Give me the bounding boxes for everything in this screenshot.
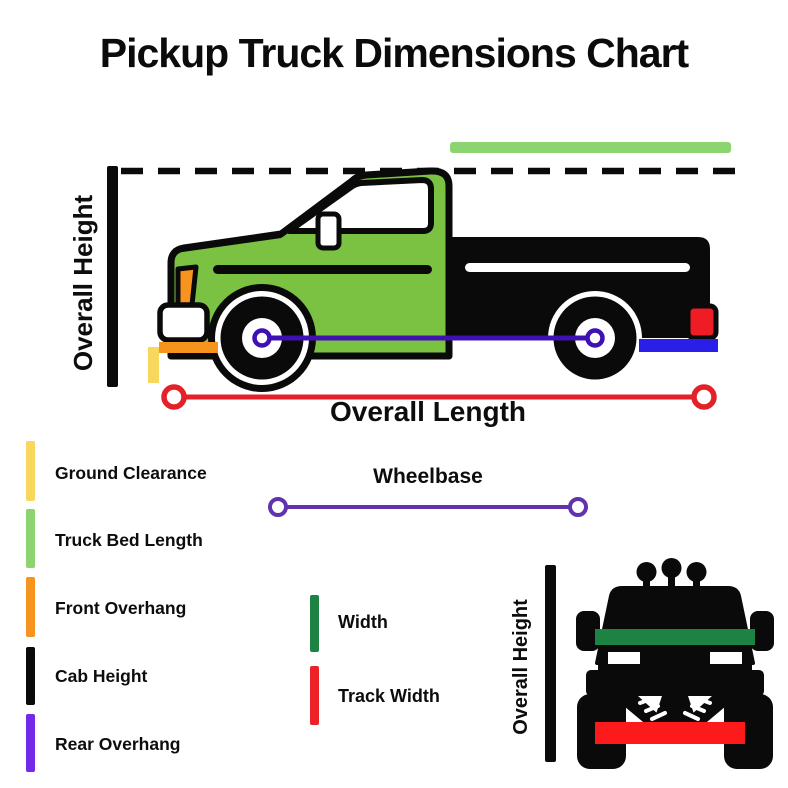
track-width-swatch — [310, 666, 319, 725]
legend-item-cab-height: Cab Height — [26, 647, 148, 705]
side-view-diagram: Overall Height — [68, 142, 737, 427]
truck-bed-length-swatch — [26, 509, 35, 568]
front-mirror-right — [750, 611, 774, 651]
overall-height-label-front: Overall Height — [510, 599, 532, 735]
tail-light — [685, 303, 719, 341]
wheelbase-legend: Wheelbase — [268, 465, 588, 517]
cab-side-stripe — [213, 265, 432, 274]
roof-light-stem-right — [693, 578, 700, 592]
roof-light-center — [661, 558, 682, 578]
overall-height-bar-front — [545, 565, 556, 762]
pickup-truck-front-illustration — [576, 558, 774, 769]
front-mirror-left — [576, 611, 600, 651]
cab-height-label: Cab Height — [55, 666, 148, 686]
ground-clearance-indicator-bar — [148, 347, 159, 383]
front-overhang-swatch — [26, 577, 35, 637]
hood-line — [181, 232, 282, 252]
roof-light-stem-center — [668, 574, 675, 588]
front-overhang-indicator-bar — [159, 342, 218, 353]
width-indicator-bar — [595, 629, 755, 645]
bed-stripe — [465, 263, 690, 272]
front-bumper — [157, 302, 210, 343]
width-swatch — [310, 595, 319, 652]
front-tire-right — [724, 694, 773, 769]
rear-overhang-swatch — [26, 714, 35, 772]
truck-bed — [449, 237, 710, 338]
overall-length-dimension-line — [161, 384, 717, 410]
wheelbase-dimension-line — [252, 328, 605, 348]
side-mirror — [315, 211, 342, 251]
overall-length-endpoint-right — [691, 384, 717, 410]
width-label: Width — [338, 612, 388, 632]
front-overhang-label: Front Overhang — [55, 598, 186, 618]
wheelbase-legend-endpoint-left — [268, 497, 288, 517]
overall-height-bar-side — [107, 166, 118, 387]
legend-item-front-overhang: Front Overhang — [26, 577, 186, 637]
wheelbase-endpoint-rear — [585, 328, 605, 348]
roof-light-stem-left — [643, 578, 650, 592]
suspension-spring-marks — [638, 697, 712, 721]
overall-length-endpoint-left — [161, 384, 187, 410]
wheelbase-label: Wheelbase — [373, 465, 483, 488]
rear-overhang-label: Rear Overhang — [55, 734, 180, 754]
front-signal-light — [175, 264, 199, 308]
legend-item-rear-overhang: Rear Overhang — [26, 714, 180, 772]
ground-clearance-swatch — [26, 441, 35, 501]
wheelbase-legend-endpoint-right — [568, 497, 588, 517]
overall-length-label: Overall Length — [330, 396, 526, 427]
a-pillar-line — [294, 188, 349, 229]
front-window-left — [602, 646, 646, 670]
ground-clearance-label: Ground Clearance — [55, 463, 207, 483]
roof-light-left — [636, 562, 657, 582]
windshield — [286, 177, 434, 234]
cab-height-swatch — [26, 647, 35, 705]
pickup-truck-side-illustration — [157, 167, 719, 392]
truck-bed-length-label: Truck Bed Length — [55, 530, 203, 550]
width-legend: Width Track Width — [310, 595, 440, 725]
front-window-right — [704, 646, 748, 670]
legend: Ground Clearance Truck Bed Length Front … — [26, 441, 207, 772]
front-bumper-bar — [586, 670, 764, 696]
overall-height-label-side: Overall Height — [68, 195, 98, 372]
bed-length-indicator-bar — [450, 142, 731, 153]
track-width-label: Track Width — [338, 686, 440, 706]
wheelbase-endpoint-front — [252, 328, 272, 348]
legend-item-ground-clearance: Ground Clearance — [26, 441, 207, 501]
page-title: Pickup Truck Dimensions Chart — [99, 30, 689, 76]
rear-overhang-indicator-bar — [639, 339, 718, 352]
roof-light-right — [686, 562, 707, 582]
track-width-indicator-bar — [595, 722, 745, 744]
legend-item-truck-bed-length: Truck Bed Length — [26, 509, 203, 568]
front-view-diagram: Overall Height — [510, 558, 774, 769]
